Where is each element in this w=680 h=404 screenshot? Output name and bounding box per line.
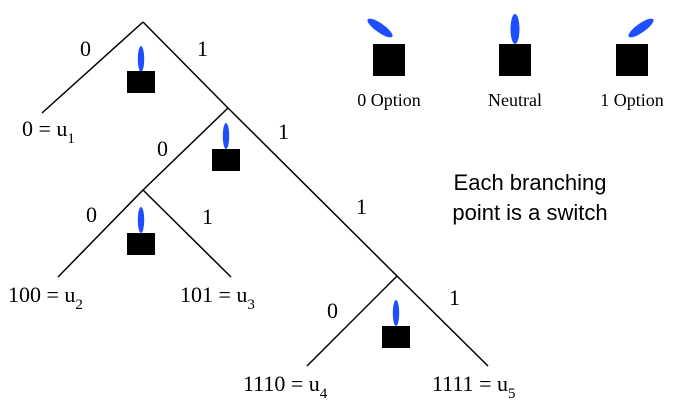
leaf-label-u2: 100 = u2: [8, 282, 83, 313]
note: Each branching point is a switch: [452, 170, 607, 225]
toggle-switch-neutral-icon: [499, 14, 531, 76]
legend-label: Neutral: [488, 90, 542, 110]
edge-n10-0: [57, 189, 144, 278]
edge-n10-1: [142, 189, 232, 278]
branch-label-0: 0: [80, 36, 91, 61]
toggle-switch-right-icon: [616, 18, 654, 76]
edge-root-1: [142, 21, 229, 109]
legend: 0 Option Neutral 1 Option: [357, 14, 664, 110]
branch-labels: 0 1 0 1 0 1 1 0 1: [80, 36, 460, 323]
leaf-code: 0: [22, 116, 33, 141]
tree-edges: [41, 21, 489, 367]
switch-root: [127, 46, 155, 93]
leaf-label-u5: 1111 = u5: [432, 371, 515, 402]
leaf-subscript: 3: [247, 297, 255, 313]
leaf-labels: 0 = u1 100 = u2 101 = u3 1110 = u4 1111 …: [8, 116, 515, 402]
leaf-subscript: 4: [320, 386, 328, 402]
leaf-code: 101: [180, 282, 213, 307]
branch-label-1: 1: [449, 285, 460, 310]
edge-n111-1: [396, 275, 489, 367]
switch-node-10: [127, 207, 155, 255]
leaf-equals: = u: [474, 371, 508, 396]
leaf-equals: = u: [213, 282, 247, 307]
leaf-subscript: 5: [508, 386, 516, 402]
leaf-code: 1110: [243, 371, 285, 396]
branch-label-1: 1: [202, 204, 213, 229]
legend-item-neutral: Neutral: [488, 14, 542, 110]
toggle-switch-icon: [127, 207, 155, 255]
leaf-label-u3: 101 = u3: [180, 282, 255, 313]
leaf-label-u1: 0 = u1: [22, 116, 75, 147]
leaf-equals: = u: [285, 371, 319, 396]
switch-node-1: [212, 123, 240, 171]
branch-label-0: 0: [327, 298, 338, 323]
toggle-switch-icon: [127, 46, 155, 93]
leaf-code: 100: [8, 282, 41, 307]
edge-n1-1: [227, 107, 398, 277]
leaf-equals: = u: [33, 116, 67, 141]
leaf-label-u4: 1110 = u4: [243, 371, 328, 402]
toggle-switch-left-icon: [367, 18, 405, 76]
edge-n1-0: [142, 107, 229, 191]
edge-root-0: [41, 21, 144, 114]
legend-item-1-option: 1 Option: [600, 18, 664, 110]
legend-label: 1 Option: [600, 90, 664, 110]
legend-label: 0 Option: [357, 90, 421, 110]
leaf-code: 1111: [432, 371, 474, 396]
toggle-switch-icon: [212, 123, 240, 171]
branch-label-0: 0: [86, 202, 97, 227]
leaf-equals: = u: [41, 282, 75, 307]
legend-item-0-option: 0 Option: [357, 18, 421, 110]
note-line-2: point is a switch: [452, 200, 607, 225]
leaf-subscript: 2: [75, 297, 83, 313]
branch-label-1: 1: [278, 119, 289, 144]
branch-label-0: 0: [157, 136, 168, 161]
edge-n111-0: [306, 275, 398, 367]
toggle-switch-icon: [382, 300, 410, 348]
branch-label-1: 1: [197, 36, 208, 61]
switch-node-111: [382, 300, 410, 348]
note-line-1: Each branching: [454, 170, 607, 195]
branch-label-1: 1: [356, 194, 367, 219]
leaf-subscript: 1: [67, 131, 75, 147]
